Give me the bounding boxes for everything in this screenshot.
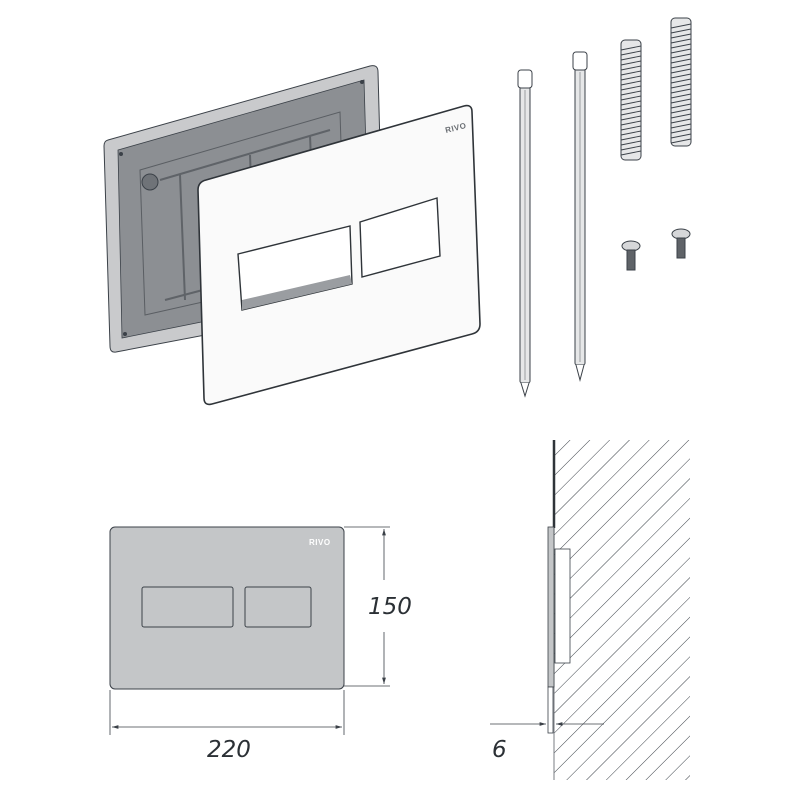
front-view: RIVO 150 220	[109, 526, 412, 763]
screw-2	[671, 228, 691, 259]
brand-logo-front: RIVO	[309, 538, 331, 547]
extension-rods	[517, 51, 588, 398]
rod-2	[572, 51, 588, 382]
side-view: 6	[490, 440, 690, 780]
spring-2	[670, 17, 692, 147]
screws	[621, 228, 691, 271]
screw-1	[621, 240, 641, 271]
spring-1	[620, 39, 642, 161]
rod-1	[517, 69, 533, 398]
depth-dimension-label: 6	[492, 737, 507, 763]
height-dimension-label: 150	[368, 594, 412, 620]
springs	[620, 17, 692, 161]
width-dimension-label: 220	[207, 737, 251, 763]
cover-plate-3d: RIVO	[197, 104, 481, 406]
